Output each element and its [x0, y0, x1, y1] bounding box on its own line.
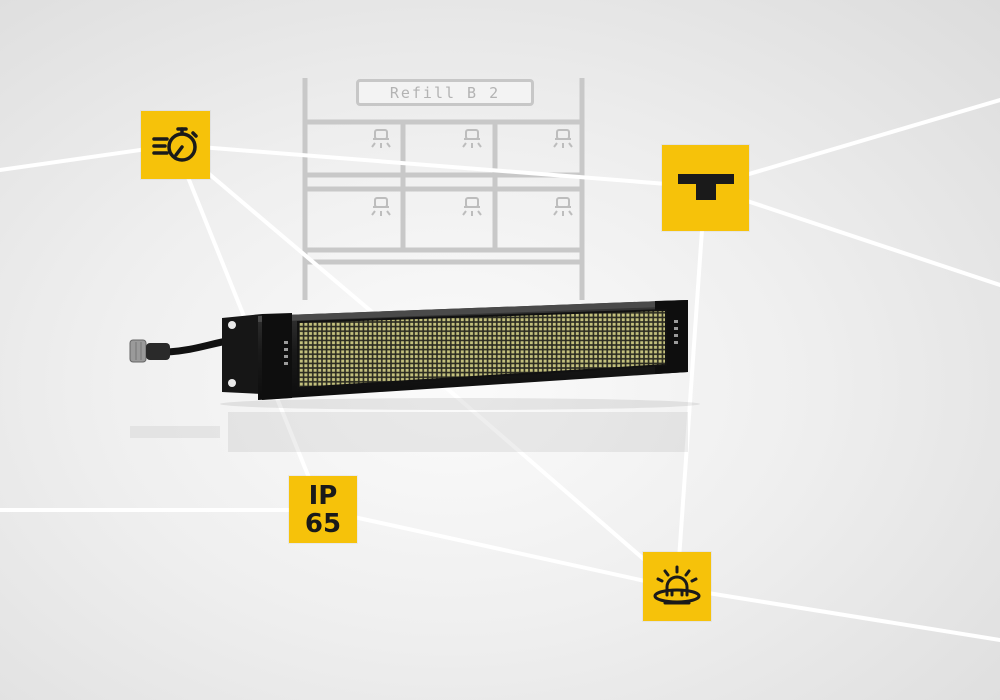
ip65-badge: IP 65	[289, 476, 357, 543]
mounting-badge	[662, 145, 749, 231]
t-mount-icon	[676, 170, 736, 206]
shelf-label: Refill B 2	[356, 79, 534, 106]
ip-rating: 65	[304, 508, 342, 539]
stopwatch-speed-icon	[151, 123, 201, 167]
shelf-bin-lights	[371, 129, 573, 216]
signal-light-icon	[651, 565, 703, 609]
product-reflection	[130, 412, 688, 452]
ip-label: IP	[308, 480, 338, 511]
speed-badge	[141, 111, 210, 179]
led-display-device	[129, 300, 688, 400]
shelf-drawing	[302, 78, 585, 300]
device-shadow	[220, 398, 700, 410]
signal-light-badge	[643, 552, 711, 621]
